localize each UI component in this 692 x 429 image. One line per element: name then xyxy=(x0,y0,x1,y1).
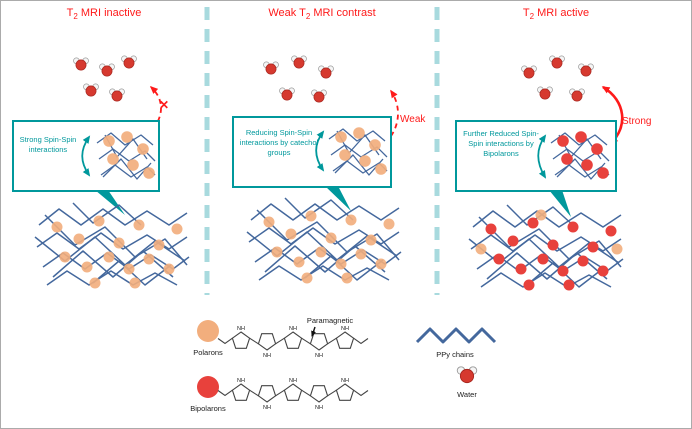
nh-label: NH xyxy=(263,405,271,411)
title-subscript: 2 xyxy=(73,12,78,22)
title-text: MRI contrast xyxy=(310,7,376,19)
nh-label: NH xyxy=(341,326,349,332)
water-legend-icon xyxy=(456,366,478,384)
water-molecule-icon xyxy=(99,63,115,77)
title-text: MRI inactive xyxy=(77,7,142,19)
paramagnetic-label: Paramagnetic xyxy=(306,316,354,325)
water-molecule-icon xyxy=(537,86,553,100)
blocked-exchange-x-mark: ✕ xyxy=(159,98,170,112)
water-cluster-panel-inactive xyxy=(73,55,137,102)
nh-label: NH xyxy=(289,326,297,332)
ppy-chain-legend-graphic xyxy=(415,327,497,344)
callout-tail-weak xyxy=(325,186,351,211)
callout-text-weak: Reducing Spin-Spin interactions by catec… xyxy=(239,128,319,157)
title-text: Weak T xyxy=(268,7,306,19)
panel-title-inactive: T2 MRI inactive xyxy=(21,7,187,21)
nh-labels-structure-1: NH NH NH NH NH xyxy=(237,326,349,359)
nh-label: NH xyxy=(263,353,271,359)
callout-text-active: Further Reduced Spin-Spin interactions b… xyxy=(463,129,539,158)
water-molecule-icon xyxy=(318,65,334,79)
strong-arrow-label: Strong xyxy=(622,116,652,127)
water-molecule-icon xyxy=(83,83,99,97)
water-molecule-icon xyxy=(263,61,279,75)
nh-label: NH xyxy=(237,378,245,384)
water-molecule-icon xyxy=(121,55,137,69)
water-molecule-icon xyxy=(569,88,585,102)
weak-arrow-label: Weak xyxy=(400,114,426,125)
polaron-legend-swatch xyxy=(197,320,219,342)
bipolarons-legend-label: Bipolarons xyxy=(190,404,226,413)
nh-label: NH xyxy=(315,353,323,359)
water-molecule-icon xyxy=(549,55,565,69)
title-text: MRI active xyxy=(534,7,590,19)
title-text: T xyxy=(66,7,74,19)
ppy-chains-legend-label: PPy chains xyxy=(436,350,474,359)
polymer-network-inactive xyxy=(34,202,190,289)
polaron-dot xyxy=(475,243,487,255)
nh-label: NH xyxy=(315,405,323,411)
title-subscript: 2 xyxy=(529,12,535,22)
water-molecule-icon xyxy=(311,89,327,103)
title-text: T xyxy=(522,7,530,19)
nh-labels-structure-2: NH NH NH NH NH xyxy=(237,378,349,411)
water-molecule-icon xyxy=(521,65,537,79)
panel-title-weak: Weak T2 MRI contrast xyxy=(239,7,405,21)
polypyrrole-structure-bipolaron xyxy=(217,383,369,403)
spin-spin-arrow-weak xyxy=(315,130,325,172)
callout-text-inactive: Strong Spin-Spin interactions xyxy=(19,135,77,154)
water-cluster-panel-active xyxy=(521,55,594,102)
paramagnetic-pointer-arrow xyxy=(311,326,316,337)
polarons-legend-label: Polarons xyxy=(193,348,223,357)
water-molecule-icon xyxy=(578,63,594,77)
nh-label: NH xyxy=(289,378,297,384)
nh-label: NH xyxy=(341,378,349,384)
water-molecule-icon xyxy=(109,88,125,102)
water-cluster-panel-weak xyxy=(263,55,334,103)
title-subscript: 2 xyxy=(305,12,311,22)
bipolaron-legend-swatch xyxy=(197,376,219,398)
water-molecule-icon xyxy=(291,55,307,69)
polymer-network-active xyxy=(468,204,624,291)
panel-title-active: T2 MRI active xyxy=(473,7,639,21)
water-molecule-icon xyxy=(73,57,89,71)
nh-label: NH xyxy=(237,326,245,332)
water-legend-label: Water xyxy=(457,390,477,399)
callout-tail-active xyxy=(549,190,571,217)
polaron-dot xyxy=(611,243,623,255)
polypyrrole-structure-paramagnetic xyxy=(217,331,369,351)
callout-tail-inactive xyxy=(95,190,125,215)
spin-spin-arrow-active xyxy=(537,134,547,179)
polymer-network-weak xyxy=(246,197,402,284)
water-molecule-icon xyxy=(279,87,295,101)
callout-box-weak xyxy=(232,116,392,188)
polaron-dot xyxy=(535,209,547,221)
spin-spin-arrow-inactive xyxy=(81,135,91,177)
callout-box-active xyxy=(455,120,617,192)
